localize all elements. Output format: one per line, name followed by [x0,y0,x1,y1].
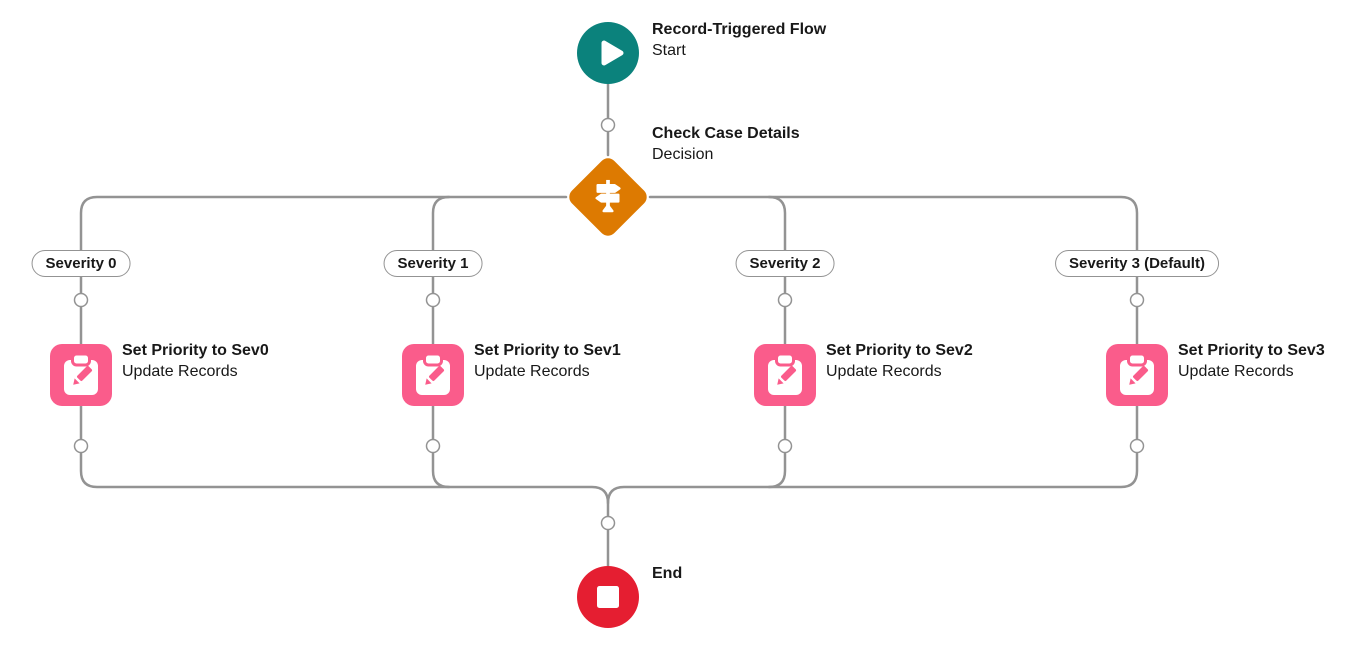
clipboard-pencil-icon [64,352,98,395]
element-title: Set Priority to Sev1 [474,342,621,359]
stop-square-icon [597,586,619,608]
element-subtitle: Update Records [826,363,942,380]
edge-branch-severity0 [79,195,610,568]
update-node-label: Set Priority to Sev2 Update Records [826,340,973,382]
end-node-label: End [652,563,682,584]
element-title: Set Priority to Sev3 [1178,342,1325,359]
start-node[interactable] [577,22,639,84]
element-subtitle: Update Records [474,363,590,380]
end-node[interactable] [577,566,639,628]
add-element-dot[interactable] [425,292,441,308]
edge-branch-severity2 [767,195,787,489]
clipboard-pencil-icon [768,352,802,395]
add-element-dot[interactable] [777,438,793,454]
element-title: Set Priority to Sev2 [826,342,973,359]
add-element-dot[interactable] [73,438,89,454]
branch-label-severity-0: Severity 0 [31,250,131,277]
edge-branch-severity1 [431,195,451,489]
play-icon [601,40,624,66]
decision-title: Check Case Details [652,125,800,142]
edge-branch-severity3 [606,195,1139,505]
update-records-node-sev3[interactable] [1106,344,1168,406]
update-node-label: Set Priority to Sev3 Update Records [1178,340,1325,382]
add-element-dot[interactable] [73,292,89,308]
branch-label-severity-1: Severity 1 [383,250,483,277]
add-element-dot[interactable] [600,117,616,133]
add-element-dot[interactable] [1129,292,1145,308]
clipboard-pencil-icon [416,352,450,395]
update-records-node-sev2[interactable] [754,344,816,406]
element-subtitle: Update Records [122,363,238,380]
update-records-node-sev1[interactable] [402,344,464,406]
add-element-dot[interactable] [425,438,441,454]
update-node-label: Set Priority to Sev1 Update Records [474,340,621,382]
add-element-dot[interactable] [777,292,793,308]
start-node-label: Record-Triggered Flow Start [652,19,826,61]
add-element-dot[interactable] [1129,438,1145,454]
branch-label-severity-3-default: Severity 3 (Default) [1055,250,1219,277]
start-title: Record-Triggered Flow [652,21,827,38]
update-node-label: Set Priority to Sev0 Update Records [122,340,269,382]
end-title: End [652,565,683,582]
update-records-node-sev0[interactable] [50,344,112,406]
clipboard-pencil-icon [1120,352,1154,395]
branch-label-severity-2: Severity 2 [735,250,835,277]
start-subtitle: Start [652,42,686,59]
element-title: Set Priority to Sev0 [122,342,269,359]
decision-node-label: Check Case Details Decision [652,123,800,165]
add-element-dot[interactable] [600,515,616,531]
element-subtitle: Update Records [1178,363,1294,380]
decision-subtitle: Decision [652,146,714,163]
